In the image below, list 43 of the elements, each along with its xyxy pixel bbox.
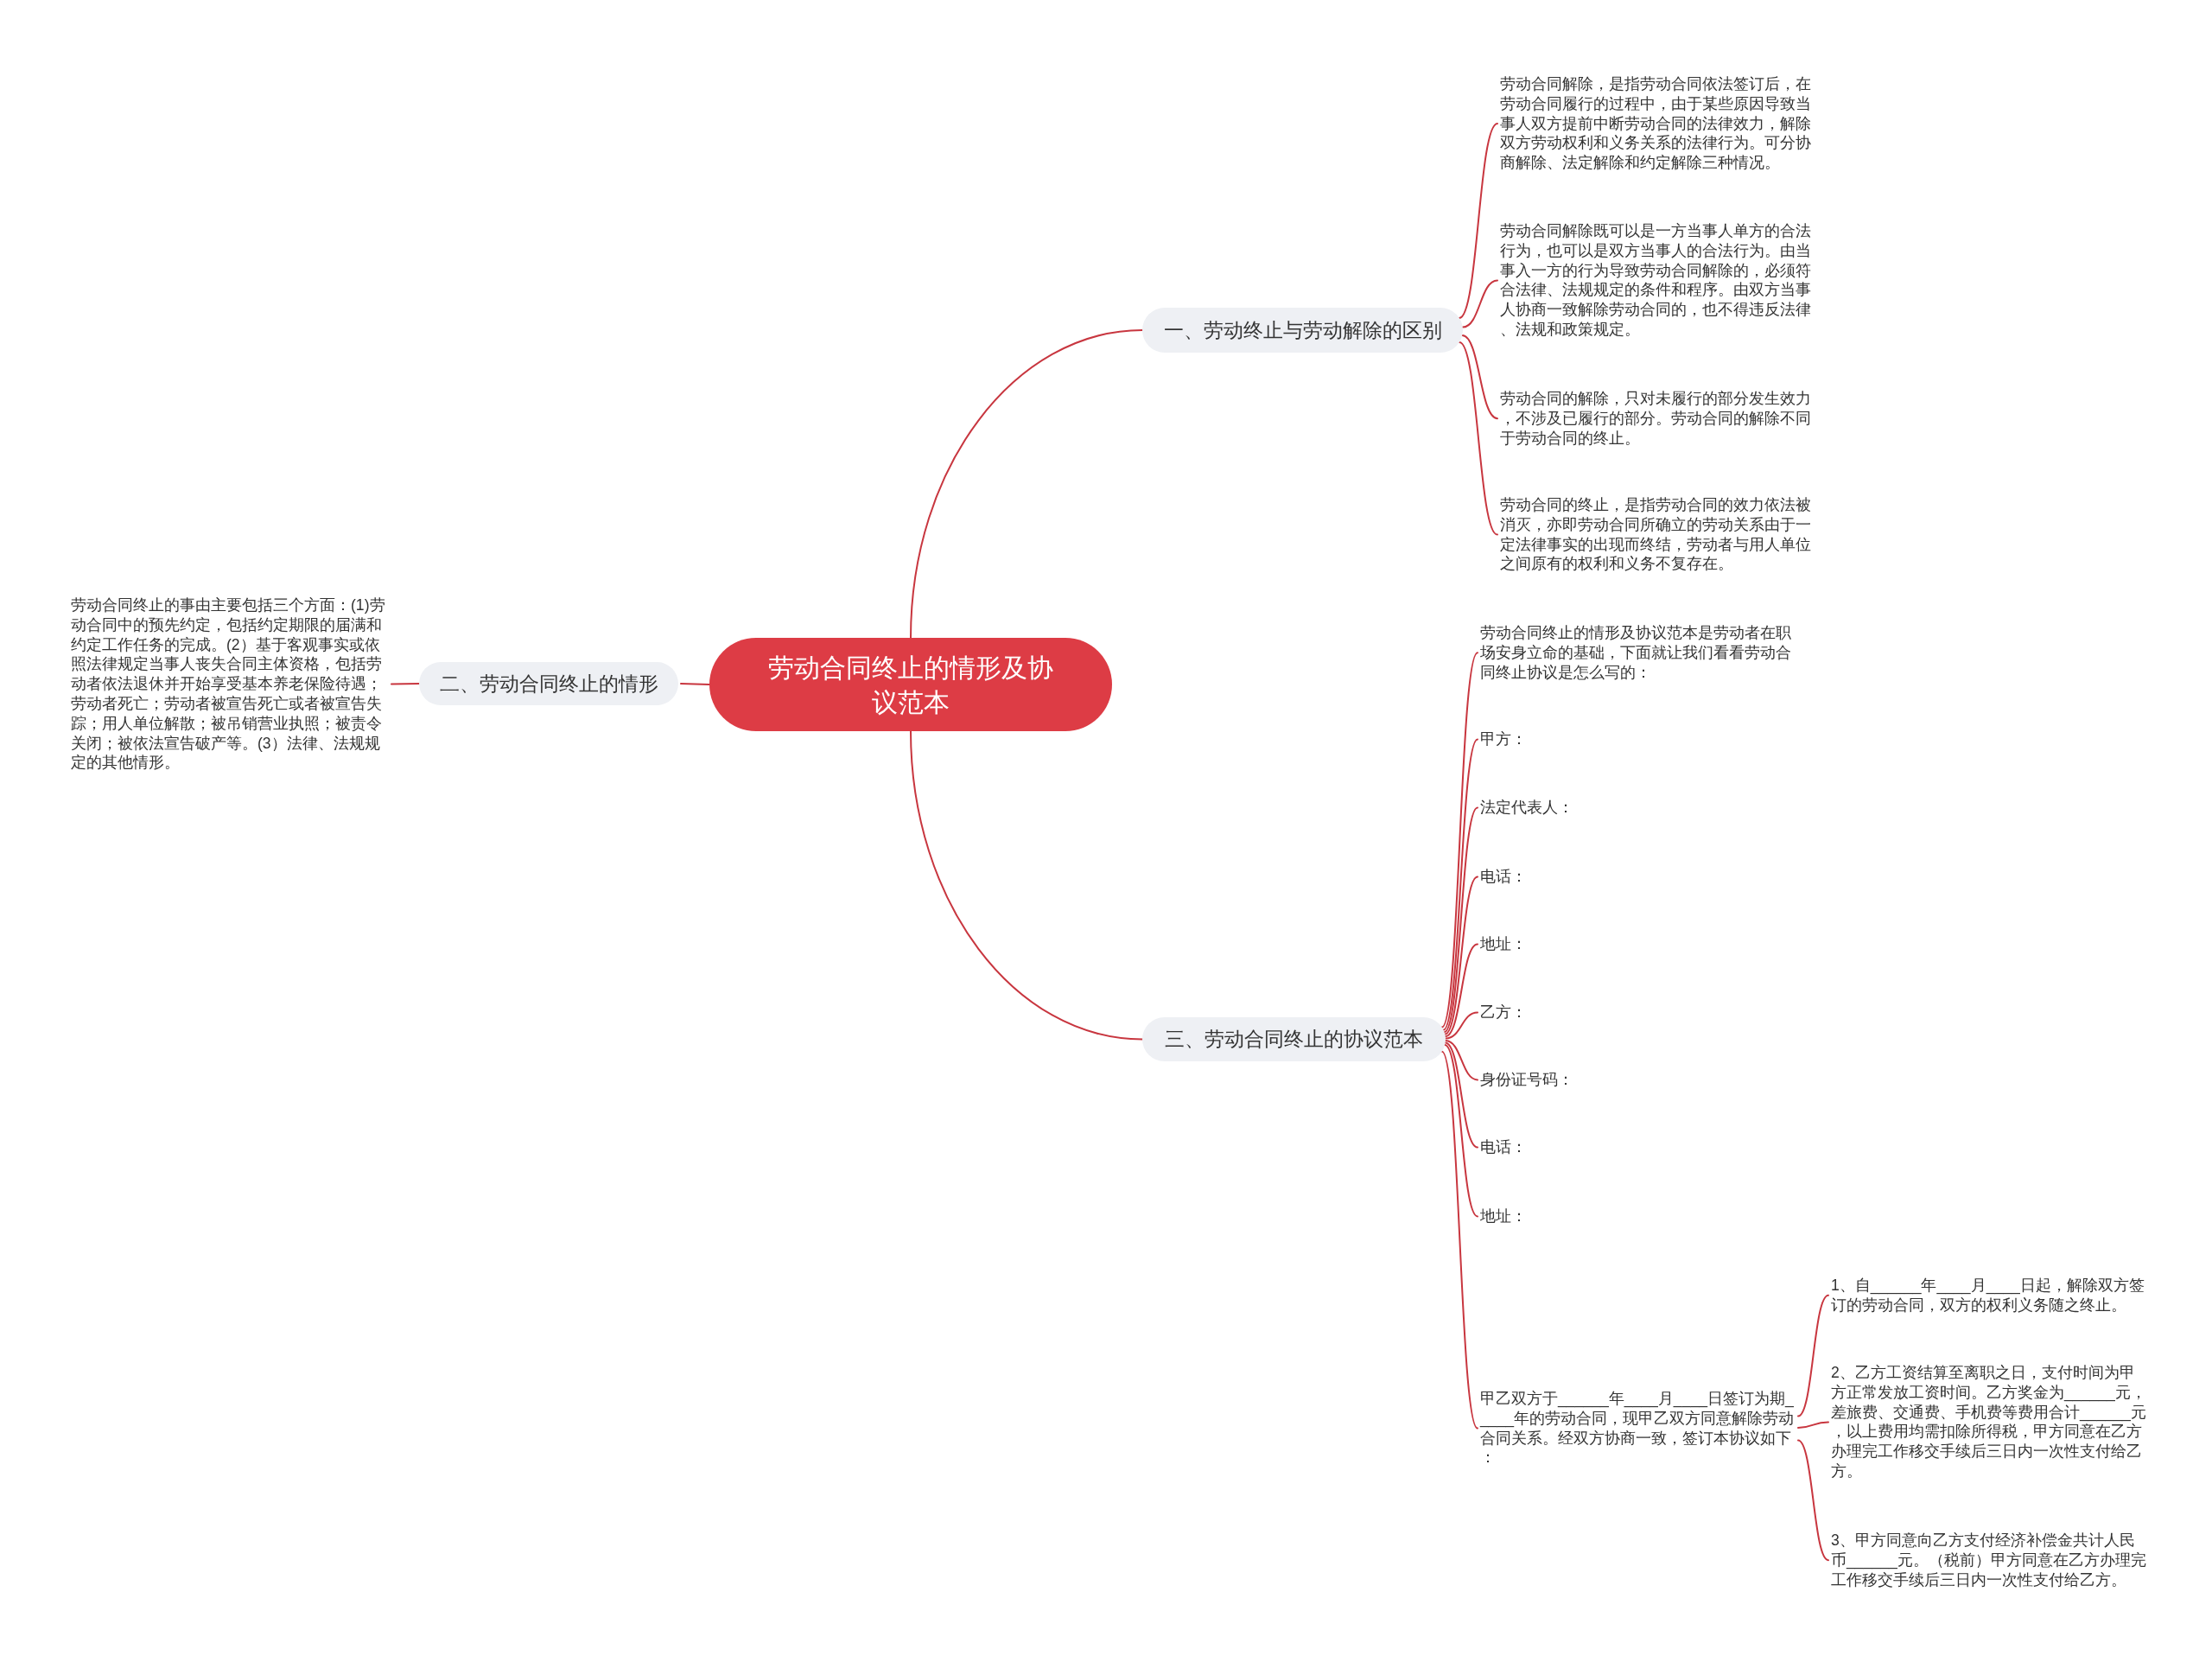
note-text: 劳动合同的终止，是指劳动合同的效力依法被消灭，亦即劳动合同所确立的劳动关系由于一定法律事实的出现而终结，劳动者与用人单位之间原有的权利和义务不复存在。	[1500, 495, 1818, 575]
note-text: 电话：	[1480, 867, 1527, 887]
connector-line	[680, 683, 710, 685]
connector-line	[1461, 334, 1498, 420]
connector-line	[1440, 652, 1478, 1028]
connector-line	[1797, 1439, 1829, 1562]
connector-line	[910, 730, 1143, 1041]
note-text: 身份证号码：	[1480, 1070, 1573, 1090]
note-text: 劳动合同终止的事由主要包括三个方面：(1)劳动合同中的预先约定，包括约定期限的届满和约定工作任务的完成。(2）基于客观事实或依照法律规定当事人丧失合同主体资格，包括劳动者依法退休并开始享受基本养老保险待遇；劳动者死亡；劳动者被宣告死亡或者被宣告失踪；用人单位解散；被吊销营业执照；被责令关闭；被依法宣告破产等。(3）法律、法规规定的其他情形。	[71, 595, 389, 774]
topic-pill: 三、劳动合同终止的协议范本	[1142, 1017, 1446, 1061]
connector-line	[1444, 1043, 1478, 1218]
note-text: 劳动合同的解除，只对未履行的部分发生效力，不涉及已履行的部分。劳动合同的解除不同于劳动合同的终止。	[1500, 389, 1818, 449]
connector-line	[1444, 1041, 1478, 1149]
connector-line	[1444, 876, 1478, 1035]
note-text: 3、甲方同意向乙方支付经济补偿金共计人民币______元。（税前）甲方同意在乙方办理完工作移交手续后三日内一次性支付给乙方。	[1831, 1531, 2149, 1590]
connector-line	[1459, 341, 1498, 536]
connector-line	[1440, 1050, 1478, 1430]
connector-line	[1458, 123, 1498, 319]
note-text: 地址：	[1480, 1207, 1527, 1226]
note-text: 地址：	[1480, 934, 1527, 954]
central-topic: 劳动合同终止的情形及协议范本	[709, 638, 1112, 731]
note-text: 乙方：	[1480, 1003, 1527, 1022]
connector-line	[1443, 806, 1478, 1034]
topic-pill: 一、劳动终止与劳动解除的区别	[1142, 308, 1463, 353]
note-text: 劳动合同终止的情形及协议范本是劳动者在职场安身立命的基础，下面就让我们看看劳动合同终止协议是怎么写的：	[1480, 623, 1798, 683]
note-text: 甲乙双方于______年____月____日签订为期_____年的劳动合同，现甲乙双方同意解除劳动合同关系。经双方协商一致，签订本协议如下：	[1480, 1389, 1798, 1468]
connector-line	[1797, 1421, 1829, 1429]
note-text: 甲方：	[1480, 729, 1527, 749]
note-text: 电话：	[1480, 1137, 1527, 1157]
note-text: 劳动合同解除，是指劳动合同依法签订后，在劳动合同履行的过程中，由于某些原因导致当事人双方提前中断劳动合同的法律效力，解除双方劳动权利和义务关系的法律行为。可分协商解除、法定解除和约定解除三种情况。	[1500, 74, 1818, 173]
connector-line	[391, 683, 420, 685]
connector-line	[1445, 1040, 1478, 1081]
note-text: 劳动合同解除既可以是一方当事人单方的合法行为，也可以是双方当事人的合法行为。由当事入一方的行为导致劳动合同解除的，必须符合法律、法规规定的条件和程序。由双方当事人协商一致解除劳动合同的，也不得违反法律、法规和政策规定。	[1500, 221, 1818, 340]
note-text: 1、自______年____月____日起，解除双方签订的劳动合同，双方的权利义务随之终止。	[1831, 1276, 2149, 1315]
connector-line	[1461, 279, 1498, 328]
connector-line	[1442, 738, 1478, 1031]
topic-pill: 二、劳动合同终止的情形	[419, 662, 678, 705]
connector-line	[1797, 1294, 1829, 1417]
note-text: 2、乙方工资结算至离职之日，支付时间为甲方正常发放工资时间。乙方奖金为______元，差旅费、交通费、手机费等费用合计______元，以上费用均需扣除所得税，甲方同意在乙方办理完工作移交手续后三日内一次性支付给乙方。	[1831, 1363, 2149, 1481]
connector-line	[910, 329, 1143, 639]
note-text: 法定代表人：	[1480, 798, 1573, 818]
connector-line	[1445, 1011, 1478, 1040]
connector-line	[1444, 943, 1478, 1038]
